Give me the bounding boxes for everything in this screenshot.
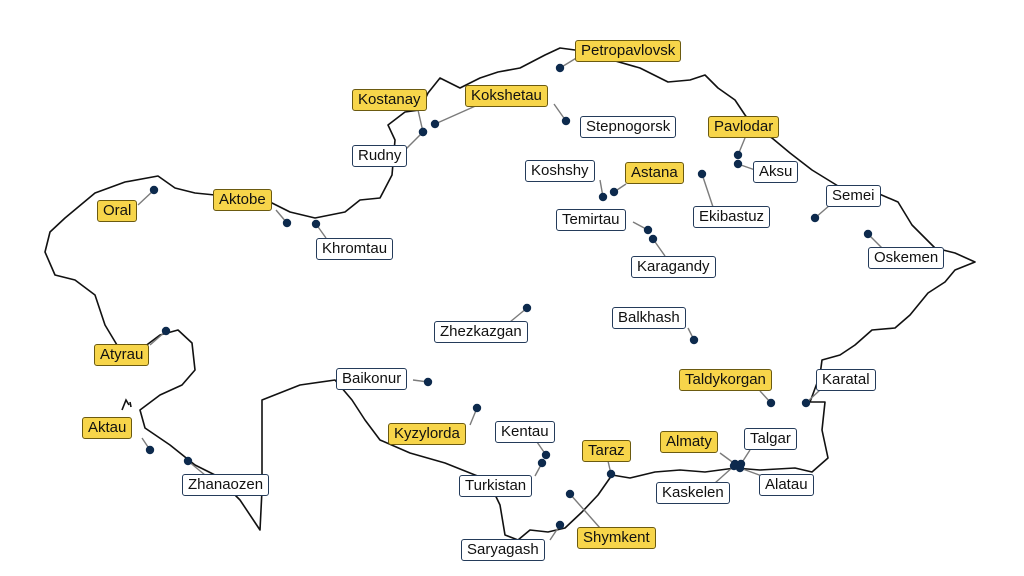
- city-label-alatau: Alatau: [759, 474, 814, 496]
- city-label-aksu: Aksu: [753, 161, 799, 183]
- city-label-almaty: Almaty: [660, 431, 718, 453]
- city-dot-karagandy: [648, 234, 658, 244]
- city-label-aktobe: Aktobe: [213, 189, 272, 211]
- city-label-temirtau: Temirtau: [556, 209, 626, 231]
- city-label-kyzylorda: Kyzylorda: [388, 423, 466, 445]
- city-label-balkhash: Balkhash: [612, 307, 686, 329]
- city-dot-aktau: [145, 445, 155, 455]
- leader-line-kaskelen: [714, 465, 735, 484]
- city-label-koshshy: Koshshy: [525, 160, 595, 182]
- city-label-astana: Astana: [625, 162, 684, 184]
- city-label-aktau: Aktau: [82, 417, 133, 439]
- city-label-talgar: Talgar: [744, 428, 797, 450]
- leader-line-rudny: [404, 131, 424, 151]
- city-dot-temirtau: [643, 225, 653, 235]
- city-dot-balkhash: [689, 335, 699, 345]
- city-label-kaskelen: Kaskelen: [656, 482, 730, 504]
- city-label-taraz: Taraz: [582, 440, 631, 462]
- city-label-saryagash: Saryagash: [461, 539, 545, 561]
- city-dot-taldykorgan: [766, 398, 776, 408]
- city-label-kokshetau: Kokshetau: [465, 85, 548, 107]
- city-dot-khromtau: [311, 219, 321, 229]
- city-dot-baikonur: [423, 377, 433, 387]
- city-dot-taraz: [606, 469, 616, 479]
- city-dot-petropavlovsk: [555, 63, 565, 73]
- city-dot-aktobe: [282, 218, 292, 228]
- city-dot-kokshetau: [430, 119, 440, 129]
- city-label-petropavlovsk: Petropavlovsk: [575, 40, 682, 62]
- city-dot-saryagash: [555, 520, 565, 530]
- city-label-taldykorgan: Taldykorgan: [679, 369, 772, 391]
- city-dot-alatau: [735, 463, 745, 473]
- leader-line-shymkent: [569, 493, 601, 529]
- leader-line-kokshetau: [434, 103, 481, 125]
- border-islet: [121, 398, 132, 411]
- city-dot-kentau: [541, 450, 551, 460]
- city-dot-turkistan: [537, 458, 547, 468]
- city-label-karatal: Karatal: [816, 369, 876, 391]
- city-label-turkistan: Turkistan: [459, 475, 533, 497]
- city-dot-shymkent: [565, 489, 575, 499]
- city-label-kostanay: Kostanay: [352, 89, 427, 111]
- city-dot-kyzylorda: [472, 403, 482, 413]
- city-label-kentau: Kentau: [495, 421, 555, 443]
- city-dot-stepnogorsk: [561, 116, 571, 126]
- city-dot-astana: [609, 187, 619, 197]
- city-label-shymkent: Shymkent: [577, 527, 656, 549]
- city-label-khromtau: Khromtau: [316, 238, 394, 260]
- city-dot-koshshy: [598, 192, 608, 202]
- city-dot-oral: [149, 185, 159, 195]
- city-label-oskemen: Oskemen: [868, 247, 945, 269]
- city-label-zhanaozen: Zhanaozen: [182, 474, 270, 496]
- city-dot-pavlodar: [733, 150, 743, 160]
- city-dot-zhanaozen: [183, 456, 193, 466]
- city-label-baikonur: Baikonur: [336, 368, 408, 390]
- city-label-semei: Semei: [826, 185, 881, 207]
- city-label-karagandy: Karagandy: [631, 256, 716, 278]
- city-dot-rudny: [418, 127, 428, 137]
- city-dot-oskemen: [863, 229, 873, 239]
- city-dot-zhezkazgan: [522, 303, 532, 313]
- city-dot-ekibastuz: [697, 169, 707, 179]
- city-label-rudny: Rudny: [352, 145, 408, 167]
- leader-line-ekibastuz: [701, 173, 714, 208]
- city-label-pavlodar: Pavlodar: [708, 116, 780, 138]
- city-dot-semei: [810, 213, 820, 223]
- city-dot-aksu: [733, 159, 743, 169]
- country-border: [44, 47, 976, 541]
- city-label-ekibastuz: Ekibastuz: [693, 206, 771, 228]
- city-label-atyrau: Atyrau: [94, 344, 150, 366]
- city-label-zhezkazgan: Zhezkazgan: [434, 321, 528, 343]
- city-dot-karatal: [801, 398, 811, 408]
- city-label-stepnogorsk: Stepnogorsk: [580, 116, 677, 138]
- city-label-oral: Oral: [97, 200, 138, 222]
- city-dots: [145, 63, 873, 530]
- city-dot-atyrau: [161, 326, 171, 336]
